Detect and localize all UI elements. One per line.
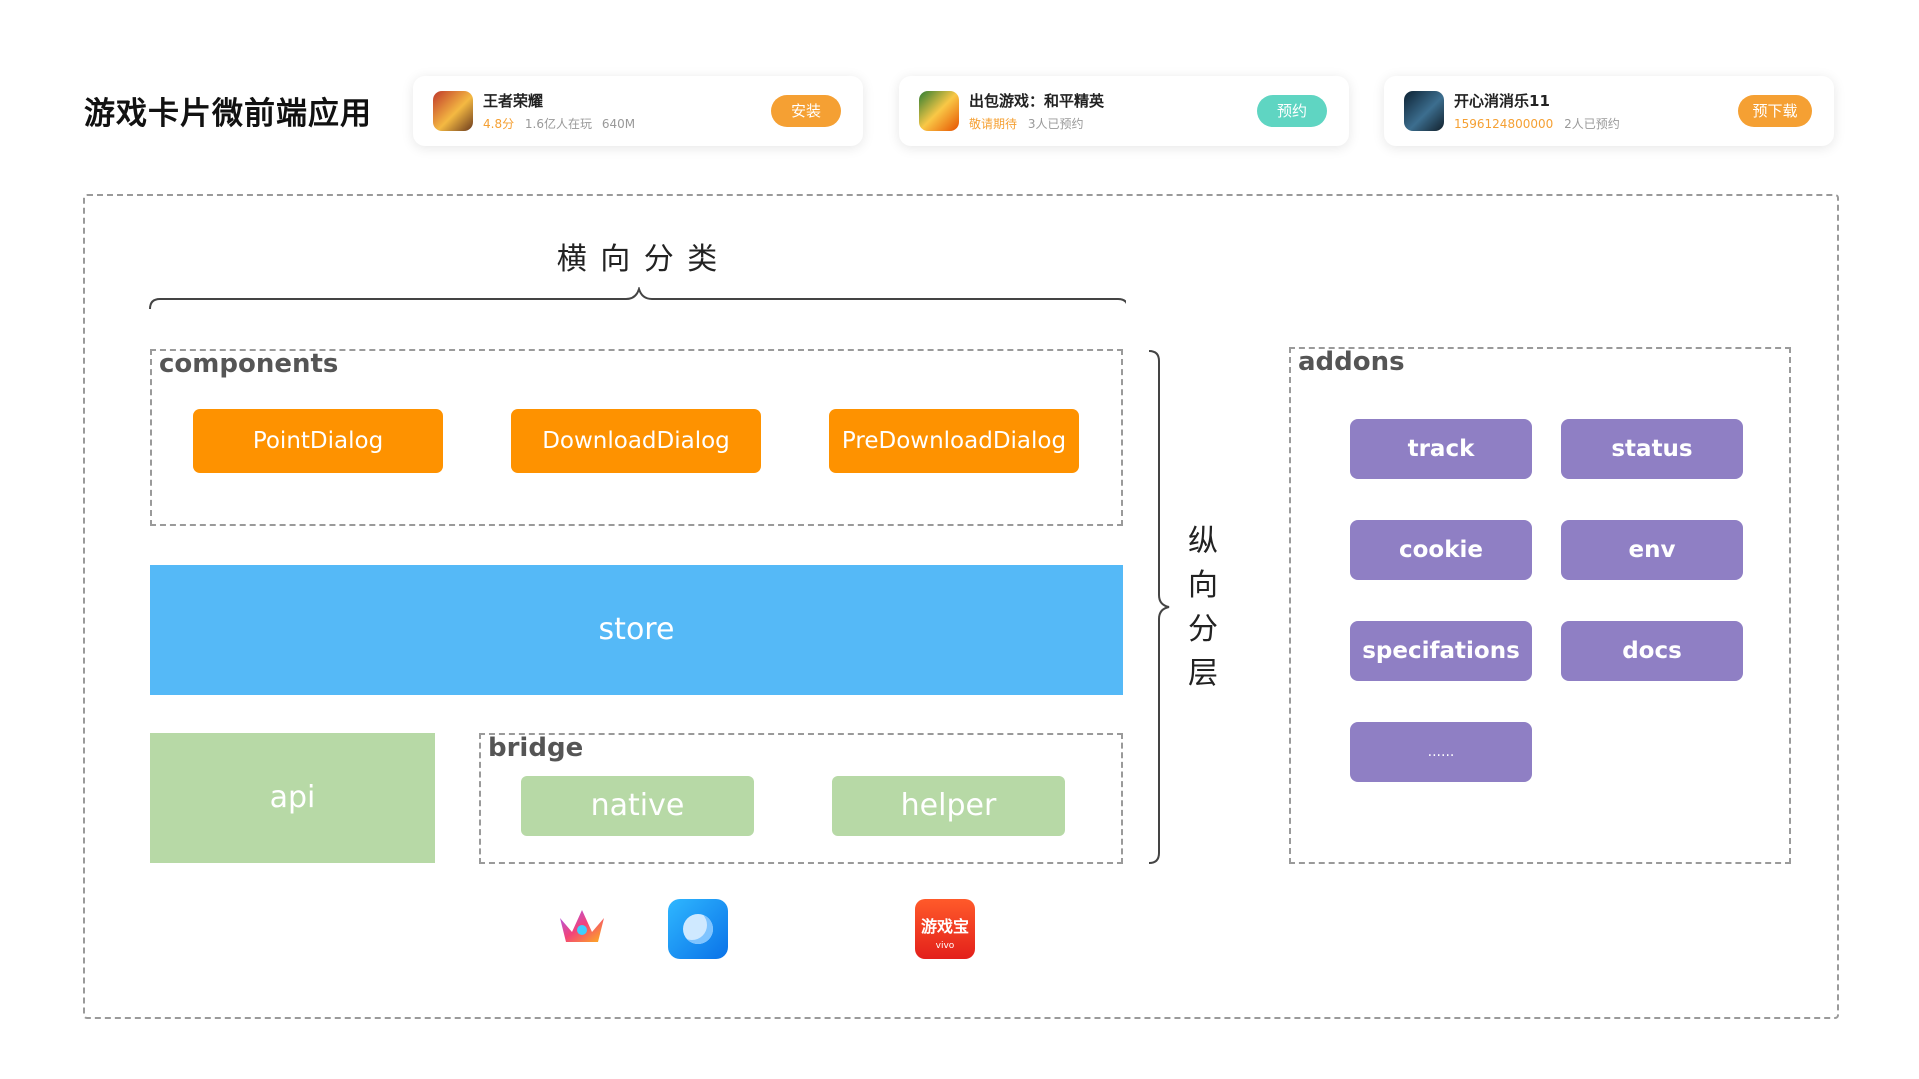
status-block: status	[1561, 419, 1743, 479]
game-thumbnail-icon	[433, 91, 473, 131]
game-name: 出包游戏：和平精英	[969, 92, 1105, 110]
game-reservations: 2人已预约	[1564, 117, 1620, 131]
more-addons-block: ......	[1350, 722, 1532, 782]
game-name: 王者荣耀	[483, 92, 544, 110]
vertical-brace	[1148, 350, 1170, 864]
game-name: 开心消消乐11	[1454, 92, 1550, 110]
vertical-label-char: 向	[1188, 568, 1218, 603]
game-card[interactable]: 王者荣耀 4.8分 1.6亿人在玩 640M 安装	[413, 76, 863, 146]
env-block: env	[1561, 520, 1743, 580]
game-meta: 4.8分 1.6亿人在玩 640M	[483, 115, 635, 132]
game-meta: 敬请期待 3人已预约	[969, 115, 1083, 132]
game-card[interactable]: 开心消消乐11 1596124800000 2人已预约 预下载	[1384, 76, 1834, 146]
bridge-box	[479, 733, 1123, 864]
native-block: native	[521, 776, 754, 836]
store-block: store	[150, 565, 1123, 695]
addons-box	[1289, 347, 1791, 864]
game-card[interactable]: 出包游戏：和平精英 敬请期待 3人已预约 预约	[899, 76, 1349, 146]
game-reservations: 3人已预约	[1027, 117, 1084, 131]
download-dialog-block: DownloadDialog	[511, 409, 761, 473]
components-label: components	[159, 349, 339, 379]
browser-app-icon	[668, 899, 728, 959]
game-release-time: 1596124800000	[1454, 117, 1554, 131]
architecture-frame	[83, 194, 1839, 1019]
vertical-label-char: 纵	[1188, 524, 1218, 559]
track-block: track	[1350, 419, 1532, 479]
game-rating: 4.8分	[483, 117, 515, 131]
vertical-layer-label: 纵 向 分 层	[1183, 520, 1223, 696]
game-players: 1.6亿人在玩	[524, 117, 593, 131]
game-center-app-icon: 游戏宝 vivo	[915, 899, 975, 959]
install-button[interactable]: 安装	[771, 95, 841, 127]
vertical-label-char: 层	[1188, 656, 1218, 691]
game-center-app-brand: vivo	[935, 941, 955, 951]
horizontal-category-label: 横 向 分 类	[556, 242, 720, 277]
api-block: api	[150, 733, 435, 863]
game-thumbnail-icon	[919, 91, 959, 131]
game-center-app-name: 游戏宝	[920, 917, 969, 936]
cookie-block: cookie	[1350, 520, 1532, 580]
components-box	[150, 349, 1123, 526]
bridge-label: bridge	[488, 733, 584, 763]
predownload-dialog-block: PreDownloadDialog	[829, 409, 1079, 473]
addons-label: addons	[1298, 347, 1405, 377]
page-title: 游戏卡片微前端应用	[84, 96, 372, 132]
predownload-button[interactable]: 预下载	[1738, 95, 1812, 127]
point-dialog-block: PointDialog	[193, 409, 443, 473]
docs-block: docs	[1561, 621, 1743, 681]
reserve-button[interactable]: 预约	[1257, 95, 1327, 127]
game-status: 敬请期待	[969, 117, 1018, 131]
horizontal-brace	[149, 287, 1126, 310]
specifations-block: specifations	[1350, 621, 1532, 681]
helper-block: helper	[832, 776, 1065, 836]
game-size: 640M	[601, 117, 636, 131]
game-meta: 1596124800000 2人已预约	[1454, 115, 1620, 132]
crown-app-icon	[560, 910, 604, 942]
vertical-label-char: 分	[1188, 612, 1218, 647]
game-thumbnail-icon	[1404, 91, 1444, 131]
